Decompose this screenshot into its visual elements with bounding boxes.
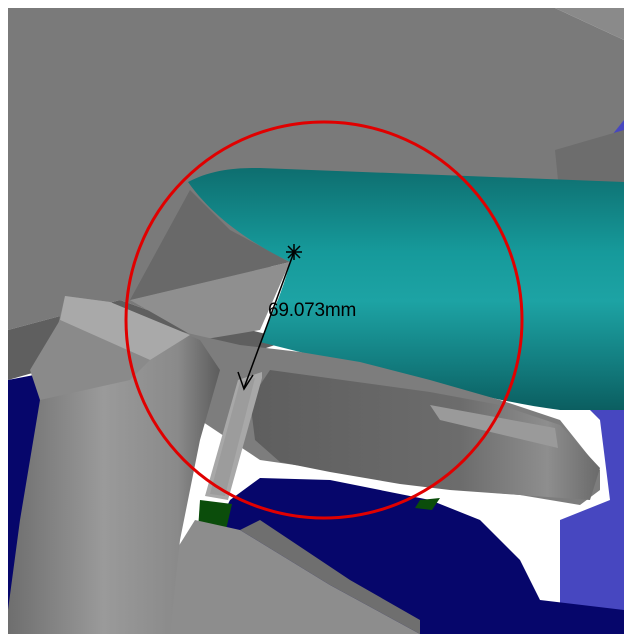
measurement-circle[interactable]: [124, 120, 524, 520]
grey-small-post-face: [210, 378, 255, 496]
teal-cylinder[interactable]: [188, 168, 624, 410]
center-point-marker[interactable]: [286, 244, 302, 260]
dimension-line[interactable]: [243, 251, 295, 389]
dimension-label: 69.073mm: [268, 300, 357, 321]
grey-lower-beam-side[interactable]: [240, 520, 420, 634]
dimension-arrowhead: [237, 371, 254, 391]
green-edge-right: [415, 498, 440, 510]
grey-bracket-lip[interactable]: [430, 405, 558, 448]
grey-wedge-top-face[interactable]: [130, 262, 290, 340]
grey-housing-corner: [555, 8, 624, 40]
grey-lower-block[interactable]: [250, 370, 600, 500]
grey-wedge-shadow-face[interactable]: [130, 190, 290, 300]
grey-lower-beam[interactable]: [170, 520, 420, 634]
grey-pillar-collar: [30, 320, 150, 400]
